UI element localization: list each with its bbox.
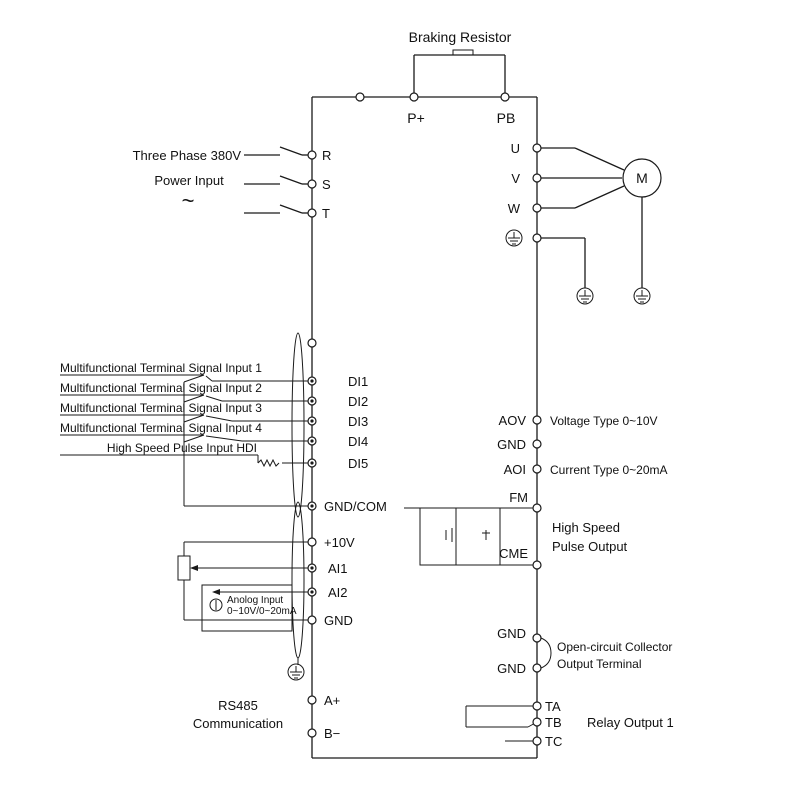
oc-gnd-label-2: GND	[497, 661, 526, 676]
relay-output-wiring	[465, 701, 542, 746]
pulse-output-wiring	[404, 503, 542, 570]
digital-input-labels: Multifunctional Terminal Signal Input 1 …	[60, 361, 262, 455]
s-terminal	[307, 179, 317, 189]
pb-terminal	[500, 92, 510, 102]
u-label: U	[511, 141, 520, 156]
gnd-label: GND	[324, 613, 353, 628]
tb-label: TB	[545, 715, 562, 730]
digital-input-wiring	[60, 374, 312, 507]
ground-icon	[505, 229, 523, 247]
gnd-right-label: GND	[497, 437, 526, 452]
ground-icon	[287, 658, 305, 681]
aov-label: AOV	[499, 413, 527, 428]
tc-terminal	[532, 736, 542, 746]
s-label: S	[322, 177, 331, 192]
cme-terminal	[532, 560, 542, 570]
di-label-1: Multifunctional Terminal Signal Input 1	[60, 361, 262, 375]
oc-description-2: Output Terminal	[557, 657, 642, 671]
cme-label: CME	[499, 546, 528, 561]
a-plus-label: A+	[324, 693, 340, 708]
t-terminal	[307, 208, 317, 218]
shielded-cable-analog	[291, 501, 305, 659]
ai1-label: AI1	[328, 561, 348, 576]
di4-label: DI4	[348, 434, 368, 449]
rs485-label-2: Communication	[193, 716, 283, 731]
analog-output-terminals	[532, 415, 542, 474]
power-input-label-1: Three Phase 380V	[133, 148, 242, 163]
ac-tilde-symbol: ~	[182, 188, 195, 213]
braking-resistor	[355, 49, 510, 102]
shielded-cable	[291, 332, 305, 518]
ai2-label: AI2	[328, 585, 348, 600]
di-label-4: Multifunctional Terminal Signal Input 4	[60, 421, 262, 435]
di-label-3: Multifunctional Terminal Signal Input 3	[60, 401, 262, 415]
u-terminal	[532, 143, 542, 153]
analog-input-label-1: Anolog Input	[227, 595, 283, 606]
fm-terminal	[532, 503, 542, 513]
rs485-terminals	[307, 695, 317, 738]
pb-label: PB	[497, 110, 516, 126]
tb-terminal	[532, 717, 542, 727]
motor-label: M	[636, 170, 648, 186]
di2-label: DI2	[348, 394, 368, 409]
aoi-label: AOI	[504, 462, 526, 477]
fm-label: FM	[509, 490, 528, 505]
di3-label: DI3	[348, 414, 368, 429]
di-label-5: High Speed Pulse Input HDI	[107, 441, 257, 455]
p-plus-label: P+	[407, 110, 425, 126]
oc-description-1: Open-circuit Collector	[557, 640, 672, 654]
oc-gnd-label-1: GND	[497, 626, 526, 641]
w-terminal	[532, 203, 542, 213]
tc-label: TC	[545, 734, 562, 749]
power-input-switches	[244, 146, 317, 218]
t-label: T	[322, 206, 330, 221]
potentiometer	[177, 555, 191, 581]
ground-icon	[633, 287, 651, 305]
v-label: V	[511, 171, 520, 186]
di-label-2: Multifunctional Terminal Signal Input 2	[60, 381, 262, 395]
r-terminal	[307, 150, 317, 160]
pulse-output-label-2: Pulse Output	[552, 539, 628, 554]
rs485-label-1: RS485	[218, 698, 258, 713]
motor-connections	[532, 143, 662, 288]
plus-10v-label: +10V	[324, 535, 355, 550]
ta-label: TA	[545, 699, 561, 714]
relay-description: Relay Output 1	[587, 715, 674, 730]
ta-terminal	[532, 701, 542, 711]
common-node	[307, 338, 317, 348]
analog-input-label-2: 0~10V/0~20mA	[227, 606, 297, 617]
b-minus-label: B−	[324, 726, 340, 741]
w-label: W	[508, 201, 521, 216]
pe-terminal	[532, 233, 542, 243]
pulse-output-label-1: High Speed	[552, 520, 620, 535]
power-input-label-2: Power Input	[154, 173, 224, 188]
braking-resistor-label: Braking Resistor	[409, 29, 512, 45]
di1-label: DI1	[348, 374, 368, 389]
digital-input-terminals	[307, 376, 317, 511]
current-source-icon	[209, 598, 223, 612]
gnd-com-label: GND/COM	[324, 499, 387, 514]
open-collector-wiring	[532, 633, 552, 673]
ground-icon	[576, 287, 594, 305]
r-label: R	[322, 148, 331, 163]
bus-node	[355, 92, 365, 102]
di5-label: DI5	[348, 456, 368, 471]
analog-terminals	[307, 537, 317, 625]
aov-description: Voltage Type 0~10V	[550, 414, 658, 428]
aoi-description: Current Type 0~20mA	[550, 463, 668, 477]
p-plus-terminal	[409, 92, 419, 102]
v-terminal	[532, 173, 542, 183]
